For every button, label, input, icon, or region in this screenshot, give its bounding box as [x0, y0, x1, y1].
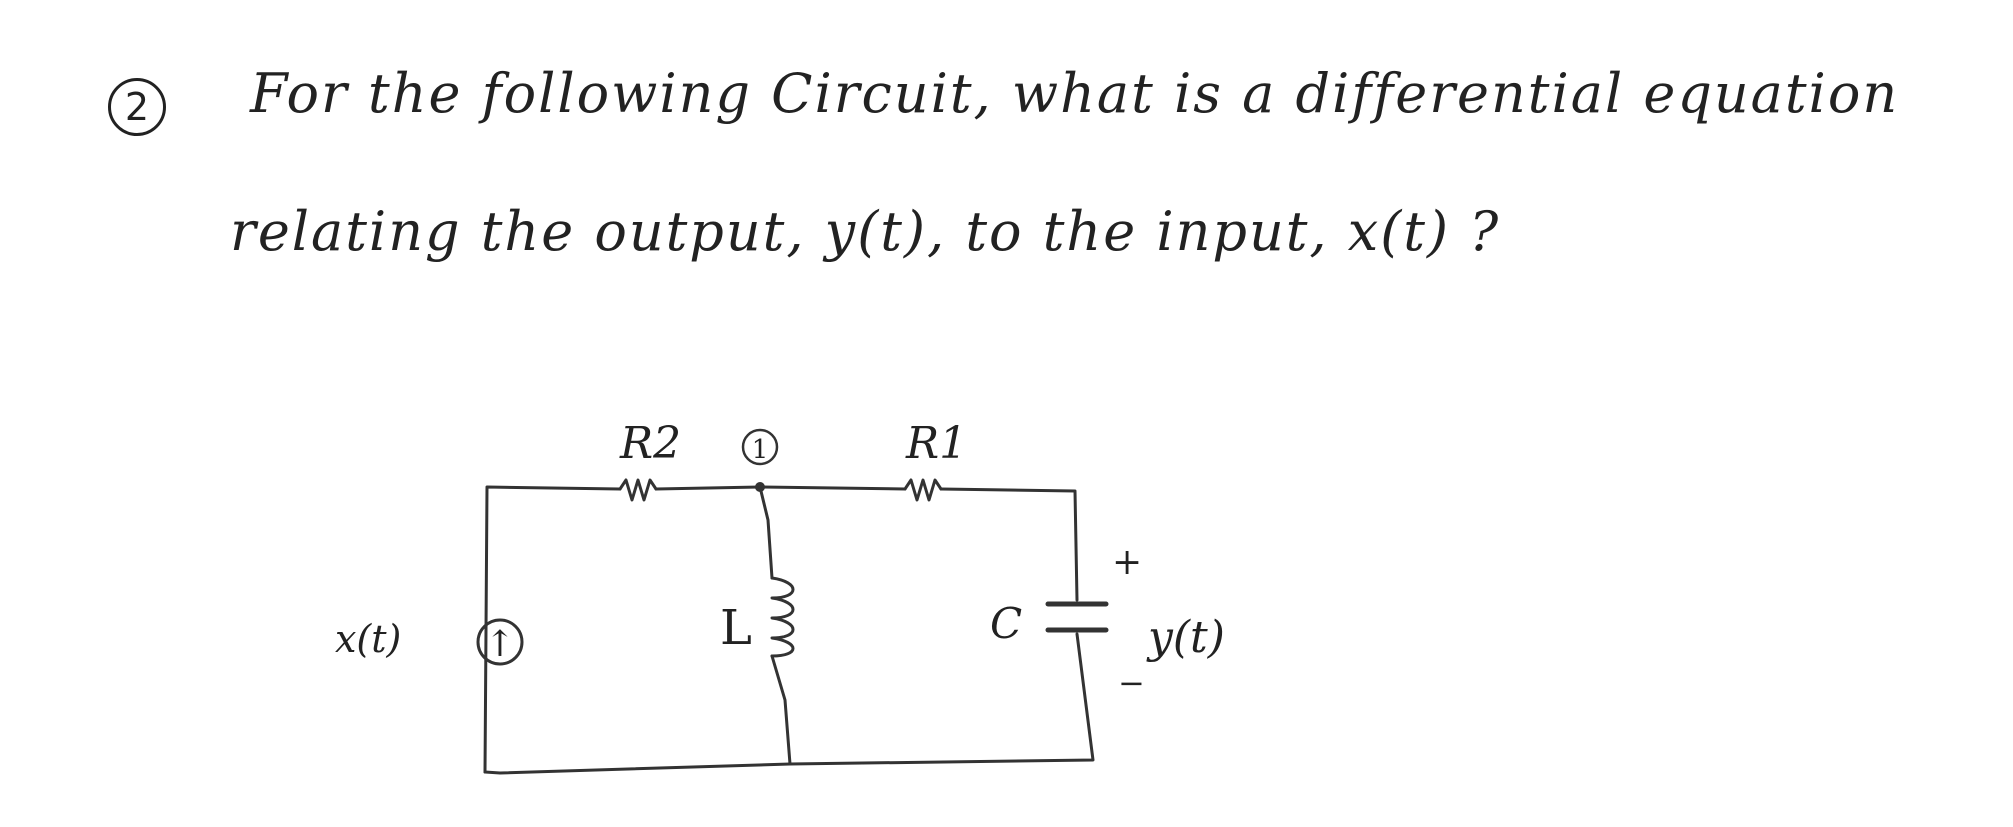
wire-right-bottom	[788, 632, 1095, 766]
label-c: C	[990, 599, 1022, 648]
current-source	[476, 618, 524, 666]
wire-middle-top	[758, 485, 774, 580]
question-number-circle: 2	[108, 78, 166, 136]
label-r1: R1	[905, 418, 967, 469]
question-text-line-2: relating the output, y(t), to the input,…	[230, 200, 1501, 263]
source-arrow-icon: ↑	[485, 624, 515, 665]
label-source: x(t)	[335, 617, 401, 661]
question-number: 2	[124, 85, 150, 129]
question-text-line-1: For the following Circuit, what is a dif…	[250, 62, 1900, 125]
label-l: L	[720, 600, 752, 656]
label-output: y(t)	[1146, 612, 1225, 663]
wire-top-middle	[654, 485, 907, 491]
label-r2: R2	[619, 418, 681, 469]
node-1-label-circle	[741, 428, 779, 466]
wire-top-left	[483, 485, 622, 774]
label-plus: +	[1112, 542, 1142, 583]
label-minus: −	[1118, 664, 1145, 702]
inductor-l	[770, 576, 795, 658]
wire-middle-bottom	[770, 654, 792, 766]
label-node-1: 1	[752, 435, 769, 465]
resistor-r2	[618, 478, 658, 502]
resistor-r1	[903, 478, 943, 502]
wire-top-right	[939, 487, 1079, 602]
wire-bottom	[483, 762, 792, 775]
